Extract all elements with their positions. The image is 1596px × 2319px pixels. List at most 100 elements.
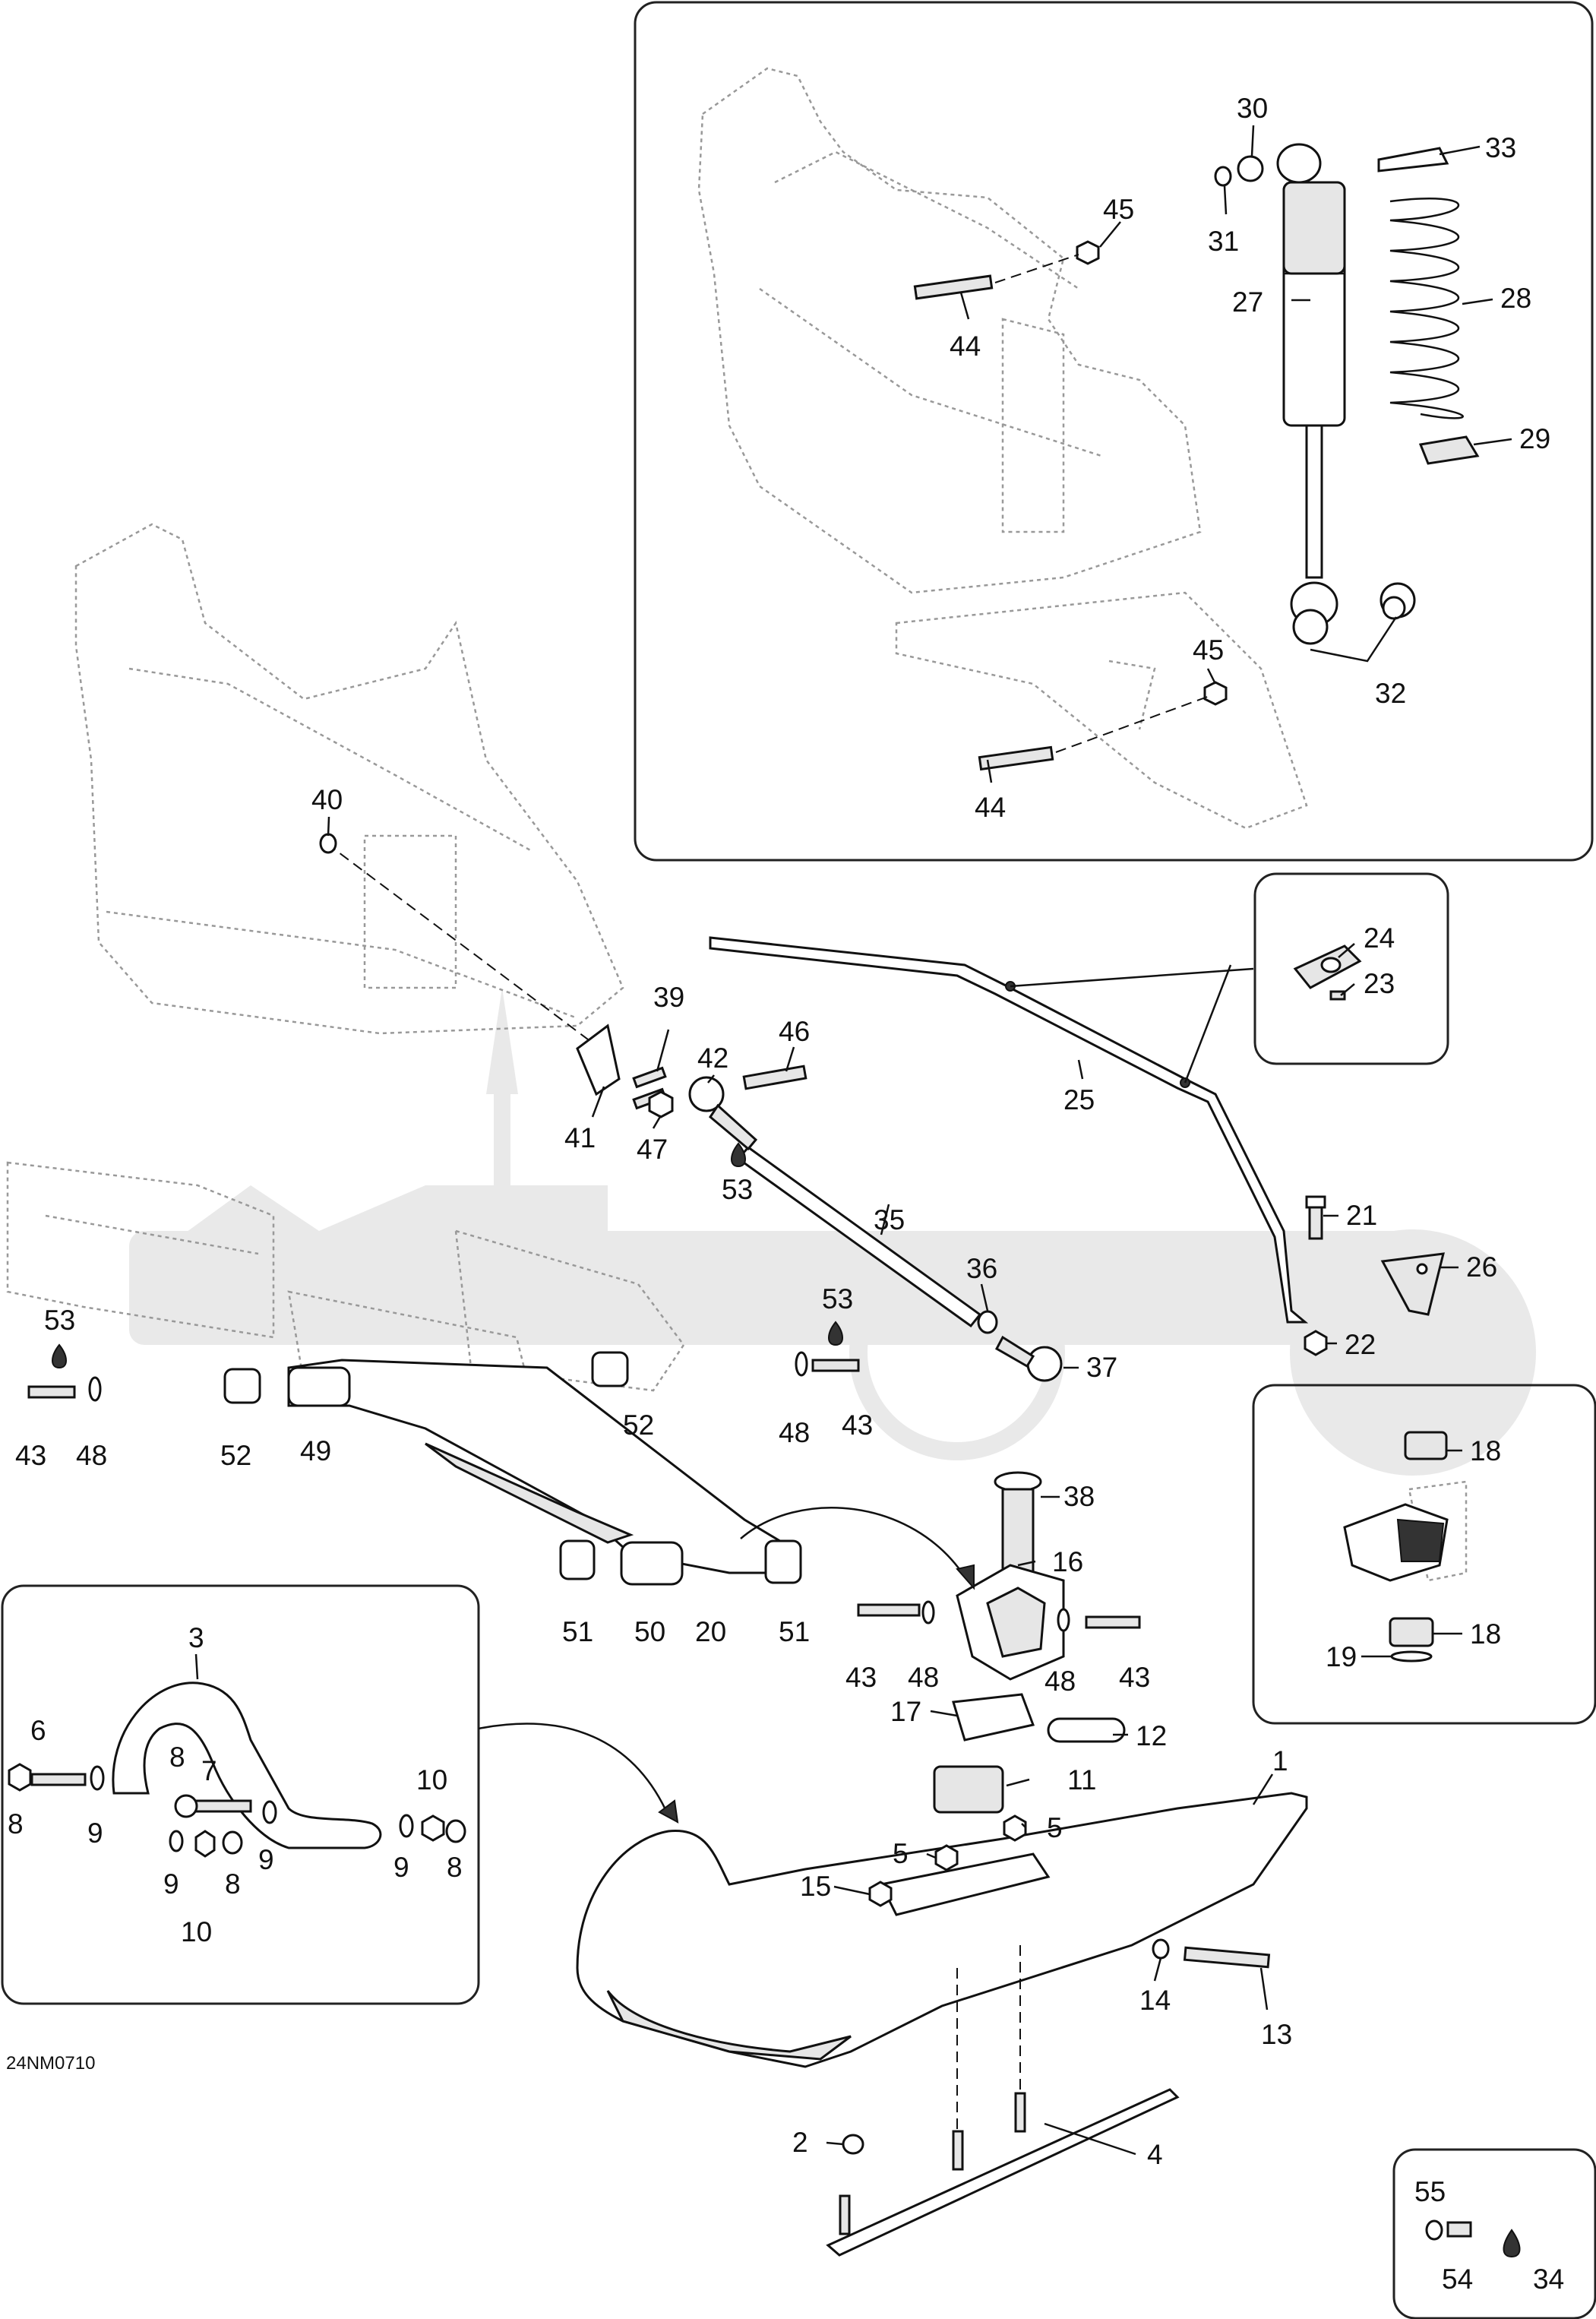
callout-50: 50 <box>634 1616 665 1647</box>
sway-bar <box>709 936 1309 1324</box>
rod-end-37 <box>1026 1346 1063 1382</box>
callout-5a: 5 <box>893 1838 909 1869</box>
nut-45-upper <box>1076 240 1100 265</box>
callout-29: 29 <box>1519 423 1550 454</box>
stud-a <box>952 2130 964 2171</box>
washer-9-b <box>262 1800 277 1824</box>
callout-34: 34 <box>1533 2264 1564 2295</box>
centerline-40 <box>326 843 601 1049</box>
callout-55: 55 <box>1414 2176 1446 2207</box>
callout-38: 38 <box>1063 1481 1095 1512</box>
callout-17: 17 <box>890 1696 921 1727</box>
callout-53b: 53 <box>722 1174 753 1205</box>
callout-1: 1 <box>1272 1745 1288 1776</box>
callout-44a: 44 <box>950 331 981 362</box>
ring-19 <box>1390 1650 1433 1663</box>
bushing-51a <box>559 1539 596 1580</box>
nut-45-lower <box>1203 681 1228 706</box>
shock-absorber <box>1276 143 1346 627</box>
cap-8-d <box>445 1819 466 1843</box>
callout-18b: 18 <box>1470 1618 1501 1650</box>
bolt-43-spindle-right <box>1085 1615 1141 1629</box>
a-arm <box>287 1359 784 1574</box>
carbide-2 <box>842 2134 864 2155</box>
handle-3 <box>112 1682 382 1849</box>
washer-48-spindle-right <box>1057 1608 1070 1632</box>
bushing-51b <box>764 1539 802 1584</box>
washer-14 <box>1152 1938 1170 1960</box>
callout-21: 21 <box>1346 1200 1377 1231</box>
callout-53a: 53 <box>44 1305 75 1336</box>
callout-9b: 9 <box>258 1844 274 1875</box>
arrow-3-to-1 <box>478 1723 670 1817</box>
washer-48-spindle-left <box>921 1600 935 1625</box>
callout-labels: 1 2 3 4 5 5 6 7 8 8 8 8 9 9 9 9 9 10 10 … <box>6 93 1564 2295</box>
callout-46: 46 <box>779 1016 810 1047</box>
callout-28: 28 <box>1500 283 1531 314</box>
callout-52b: 52 <box>623 1409 654 1441</box>
callout-41: 41 <box>564 1122 596 1153</box>
screw-23 <box>1329 990 1346 1001</box>
arrow-20-to-16 <box>740 1507 966 1577</box>
callout-16: 16 <box>1052 1546 1083 1577</box>
callout-26: 26 <box>1466 1251 1497 1283</box>
callout-11: 11 <box>1067 1764 1096 1795</box>
grease-53-mid <box>828 1321 843 1346</box>
bolt-44-upper <box>913 274 994 300</box>
watermark <box>129 988 1536 1476</box>
nut-8-a <box>8 1763 32 1792</box>
bushing-32c <box>1382 596 1406 620</box>
callout-8d: 8 <box>447 1852 463 1883</box>
tube-50 <box>620 1541 684 1586</box>
callout-9c: 9 <box>163 1868 179 1900</box>
bracket-26 <box>1380 1252 1445 1316</box>
fitting-54 <box>1446 2221 1472 2238</box>
callout-54: 54 <box>1442 2264 1473 2295</box>
callout-52a: 52 <box>220 1440 251 1471</box>
ski <box>576 1792 1308 2068</box>
callout-27: 27 <box>1232 286 1263 318</box>
callout-24: 24 <box>1364 922 1395 954</box>
callout-47: 47 <box>637 1134 668 1165</box>
callout-13: 13 <box>1261 2019 1292 2050</box>
grease-53-left <box>52 1343 67 1369</box>
callout-6: 6 <box>30 1715 46 1746</box>
frame-main-outline <box>6 523 685 1400</box>
bushing-30 <box>1237 155 1264 182</box>
bolt-13 <box>1183 1946 1271 1969</box>
bolt-39a <box>632 1066 667 1089</box>
pin-12 <box>1047 1717 1126 1743</box>
nut-5-b <box>1003 1814 1027 1842</box>
bushing-32a <box>1292 609 1329 645</box>
stud-b <box>1014 2092 1026 2133</box>
callout-43c: 43 <box>845 1662 877 1693</box>
callout-51a: 51 <box>562 1616 593 1647</box>
callout-20: 20 <box>695 1616 726 1647</box>
ski-runner-4 <box>826 2088 1180 2257</box>
callout-45a: 45 <box>1103 194 1134 225</box>
callout-23: 23 <box>1364 968 1395 999</box>
callout-48c: 48 <box>908 1662 939 1693</box>
bolt-6 <box>30 1773 87 1786</box>
nut-22 <box>1304 1330 1328 1356</box>
callout-43a: 43 <box>15 1440 46 1471</box>
bushing-18-upper <box>1404 1431 1448 1460</box>
frame-upper-outline <box>697 67 1308 830</box>
cap-8-c <box>222 1830 243 1855</box>
callout-5b: 5 <box>1047 1812 1063 1843</box>
bushing-40 <box>319 833 337 854</box>
bushing-52a <box>223 1368 261 1404</box>
callout-48b: 48 <box>779 1417 810 1448</box>
washer-48-mid <box>795 1351 808 1377</box>
callout-36: 36 <box>966 1253 997 1284</box>
callout-2: 2 <box>792 2127 808 2158</box>
bracket-41 <box>576 1023 621 1096</box>
bolt-43-spindle-left <box>857 1603 921 1617</box>
bolt-46 <box>742 1065 807 1090</box>
bushing-18-detail-box <box>1252 1384 1596 1725</box>
callout-15: 15 <box>800 1871 831 1902</box>
callout-3: 3 <box>188 1622 204 1653</box>
handle-detail-box <box>1 1584 480 2005</box>
bolt-21 <box>1308 1203 1323 1240</box>
